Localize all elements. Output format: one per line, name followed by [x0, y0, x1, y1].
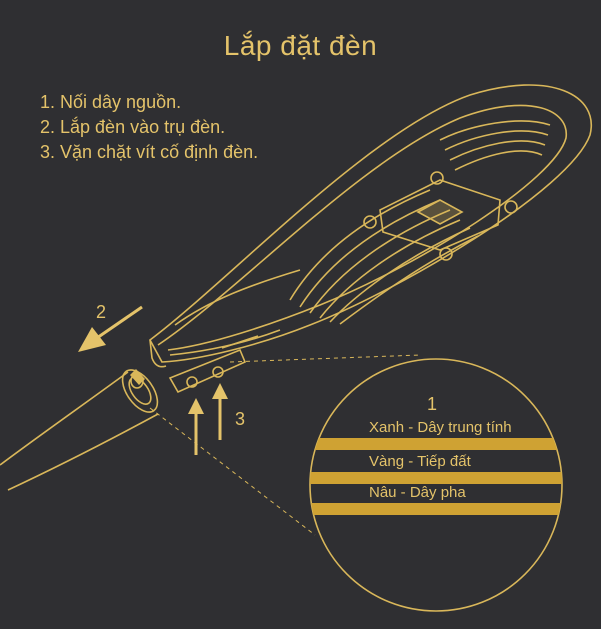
step-1: 1. Nối dây nguồn. — [40, 92, 182, 112]
arrow-3-label: 3 — [235, 409, 245, 429]
detail-circle — [309, 358, 563, 612]
diagram-title: Lắp đặt đèn — [223, 30, 378, 61]
arrow-step-3: 3 — [188, 383, 245, 455]
step-2: 2. Lắp đèn vào trụ đèn. — [40, 117, 226, 137]
arrow-step-2: 2 — [78, 302, 143, 352]
wire-band-neutral — [310, 438, 562, 450]
wire-label-neutral: Xanh - Dây trung tính — [369, 419, 512, 436]
detail-label: 1 — [427, 394, 437, 414]
wire-label-earth: Vàng - Tiếp đất — [369, 453, 472, 470]
wire-band-phase — [310, 503, 562, 515]
leader-lines — [149, 354, 421, 536]
arrow-2-label: 2 — [96, 302, 106, 322]
wire-detail: 1 Xanh - Dây trung tính Vàng - Tiếp đất … — [309, 358, 563, 612]
step-3: 3. Vặn chặt vít cố định đèn. — [40, 142, 259, 162]
pole — [0, 369, 159, 491]
wire-label-phase: Nâu - Dây pha — [369, 484, 466, 501]
pole-opening — [121, 369, 159, 413]
step-list: 1. Nối dây nguồn. 2. Lắp đèn vào trụ đèn… — [40, 90, 258, 165]
wire-band-earth — [310, 472, 562, 484]
lamp-body — [148, 84, 593, 394]
